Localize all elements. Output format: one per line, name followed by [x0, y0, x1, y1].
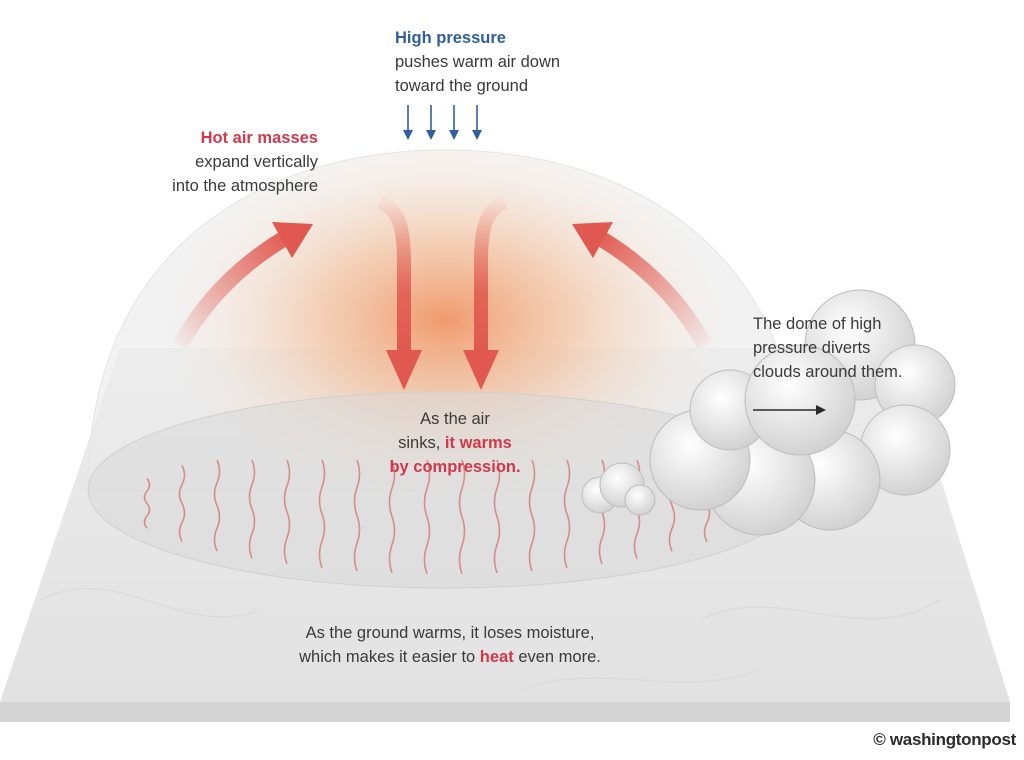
sinking-air-arrows — [376, 195, 509, 390]
large-cloud-icon — [649, 289, 956, 536]
heat-wave — [143, 478, 151, 529]
pressure-dome — [87, 140, 803, 589]
ground-line2: which makes it easier to heat even more. — [230, 645, 670, 669]
high-pressure-label: High pressure pushes warm air down towar… — [395, 26, 560, 98]
heat-wave — [388, 459, 396, 574]
sinking-line1: As the air — [420, 410, 490, 428]
heat-wave — [213, 459, 221, 552]
high-pressure-title: High pressure — [395, 29, 506, 47]
dome-clouds-line2: pressure diverts — [753, 339, 871, 357]
hot-air-title: Hot air masses — [200, 129, 318, 147]
credit-label: © washingtonpost — [873, 730, 1016, 749]
heat-wave — [528, 459, 536, 572]
heat-wave — [248, 459, 256, 559]
rising-air-arrows — [173, 222, 712, 349]
sinking-air-label: As the air sinks, it warms by compressio… — [340, 407, 570, 479]
ground-line2-after: even more. — [513, 648, 601, 666]
dome-clouds-line1: The dome of high — [753, 315, 882, 333]
high-pressure-arrows — [403, 105, 482, 140]
high-pressure-line2: pushes warm air down — [395, 53, 561, 71]
hot-air-label: Hot air masses expand vertically into th… — [100, 126, 318, 198]
ground-line1: As the ground warms, it loses moisture, — [305, 624, 595, 642]
heat-wave — [353, 459, 361, 572]
ground-moisture-label: As the ground warms, it loses moisture, … — [230, 621, 670, 669]
heat-wave — [493, 459, 501, 574]
dome-clouds-line3: clouds around them. — [753, 363, 903, 381]
sinking-line3-highlight: by compression. — [389, 458, 521, 476]
heat-wave — [178, 465, 186, 542]
cloud-divert-arrow — [753, 405, 826, 415]
sinking-line2-plain: sinks, — [398, 434, 445, 452]
hot-air-line3: into the atmosphere — [172, 177, 318, 195]
heat-wave — [318, 459, 326, 569]
heat-wave — [423, 459, 431, 575]
heat-wave — [283, 459, 291, 565]
heat-wave — [458, 459, 466, 575]
dome-clouds-label: The dome of high pressure diverts clouds… — [753, 312, 903, 384]
small-cloud-icon — [581, 462, 656, 516]
heat-wave — [563, 459, 571, 569]
high-pressure-line3: toward the ground — [395, 77, 529, 95]
hot-air-line2: expand vertically — [195, 153, 318, 171]
ground-line2-highlight: heat — [479, 648, 514, 666]
sinking-line2-highlight: it warms — [444, 434, 512, 452]
sinking-line2: sinks, it warms — [340, 431, 570, 455]
ground-line2-before: which makes it easier to — [299, 648, 480, 666]
